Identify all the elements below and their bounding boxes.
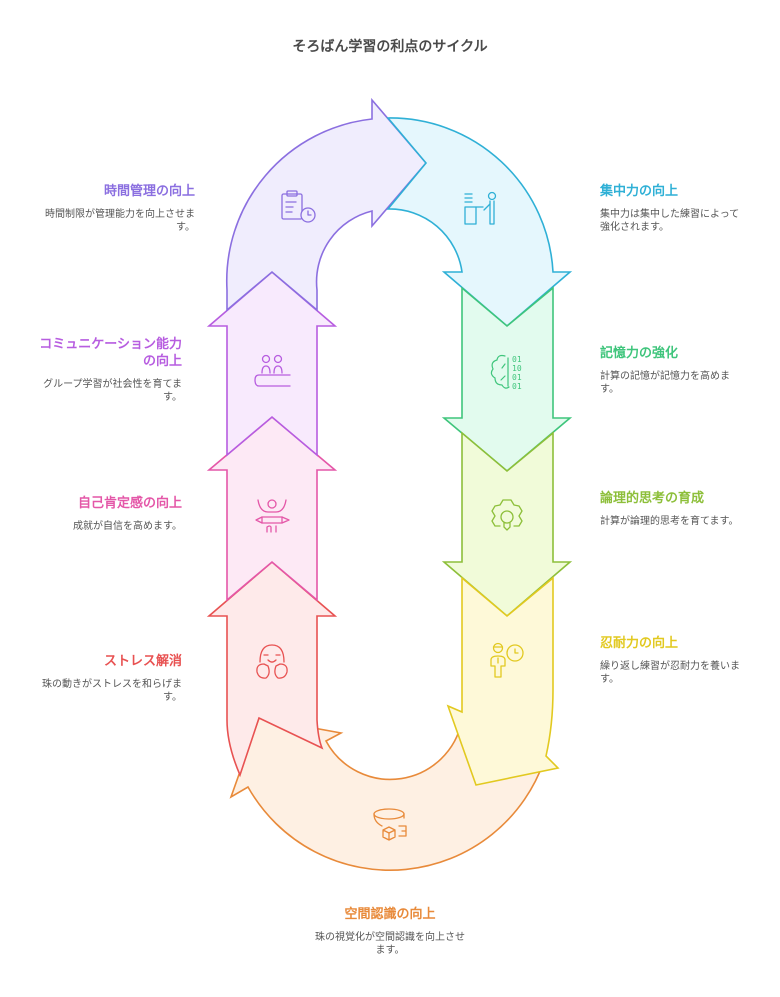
arrow-patience xyxy=(446,576,560,786)
stage-heading: 時間管理の向上 xyxy=(103,184,195,199)
stage-heading: 記憶力の強化 xyxy=(600,346,679,361)
person-clock-icon xyxy=(490,642,524,678)
arrow-memory xyxy=(441,286,573,473)
stage-patience: 忍耐力の向上 繰り返し練習が忍耐力を養います。 xyxy=(600,635,745,686)
stage-description: 珠の視覚化が空間認識を向上させます。 xyxy=(315,932,465,956)
stage-focus: 集中力の向上 集中力は集中した練習によって強化されます。 xyxy=(600,183,745,234)
stage-time: 時間管理の向上 時間制限が管理能力を向上させます。 xyxy=(30,183,195,234)
stage-description: 時間制限が管理能力を向上させます。 xyxy=(45,209,195,233)
stage-heading: 集中力の向上 xyxy=(600,184,679,199)
stage-description: 珠の動きがストレスを和らげます。 xyxy=(42,679,182,703)
group-table-icon xyxy=(254,354,291,387)
svg-text:01: 01 xyxy=(512,355,522,364)
stage-logic: 論理的思考の育成 計算が論理的思考を育てます。 xyxy=(600,490,745,528)
stage-description: グループ学習が社会性を育てます。 xyxy=(43,379,182,403)
brain-binary-icon: 01 10 01 01 xyxy=(490,354,522,391)
stage-heading: 忍耐力の向上 xyxy=(600,636,679,651)
happy-face-hands-icon xyxy=(256,644,288,679)
gear-lightbulb-icon xyxy=(491,499,523,531)
stage-description: 集中力は集中した練習によって強化されます。 xyxy=(600,209,740,233)
arrow-focus xyxy=(386,117,573,328)
stage-description: 計算が論理的思考を育てます。 xyxy=(600,516,739,527)
arrow-stress xyxy=(206,560,338,778)
stage-communication: コミュニケーション能力の向上 グループ学習が社会性を育てます。 xyxy=(30,336,182,404)
stage-spatial: 空間認識の向上 珠の視覚化が空間認識を向上させます。 xyxy=(290,906,490,957)
stage-heading: コミュニケーション能力の向上 xyxy=(39,337,182,369)
stage-description: 成就が自信を高めます。 xyxy=(73,521,182,532)
arrow-time xyxy=(225,97,428,312)
clipboard-clock-icon xyxy=(281,190,316,223)
person-celebrate-icon xyxy=(255,499,290,533)
person-at-desk-icon xyxy=(464,191,497,225)
diagram-title: そろばん学習の利点のサイクル xyxy=(292,39,488,55)
arrow-logic xyxy=(441,431,573,618)
svg-text:10: 10 xyxy=(512,364,522,373)
svg-text:01: 01 xyxy=(512,373,522,382)
stage-description: 計算の記憶が記憶力を高めます。 xyxy=(600,371,730,395)
stage-heading: 論理的思考の育成 xyxy=(600,491,705,506)
stage-memory: 記憶力の強化 計算の記憶が記憶力を高めます。 xyxy=(600,345,745,396)
stage-confidence: 自己肯定感の向上 成就が自信を高めます。 xyxy=(30,495,182,533)
ring-cube-icon xyxy=(373,808,407,841)
stage-heading: ストレス解消 xyxy=(103,654,182,669)
stage-stress: ストレス解消 珠の動きがストレスを和らげます。 xyxy=(30,653,182,704)
stage-heading: 自己肯定感の向上 xyxy=(77,496,182,511)
stage-description: 繰り返し練習が忍耐力を養います。 xyxy=(600,661,740,685)
svg-text:01: 01 xyxy=(512,382,522,391)
stage-heading: 空間認識の向上 xyxy=(344,907,436,922)
